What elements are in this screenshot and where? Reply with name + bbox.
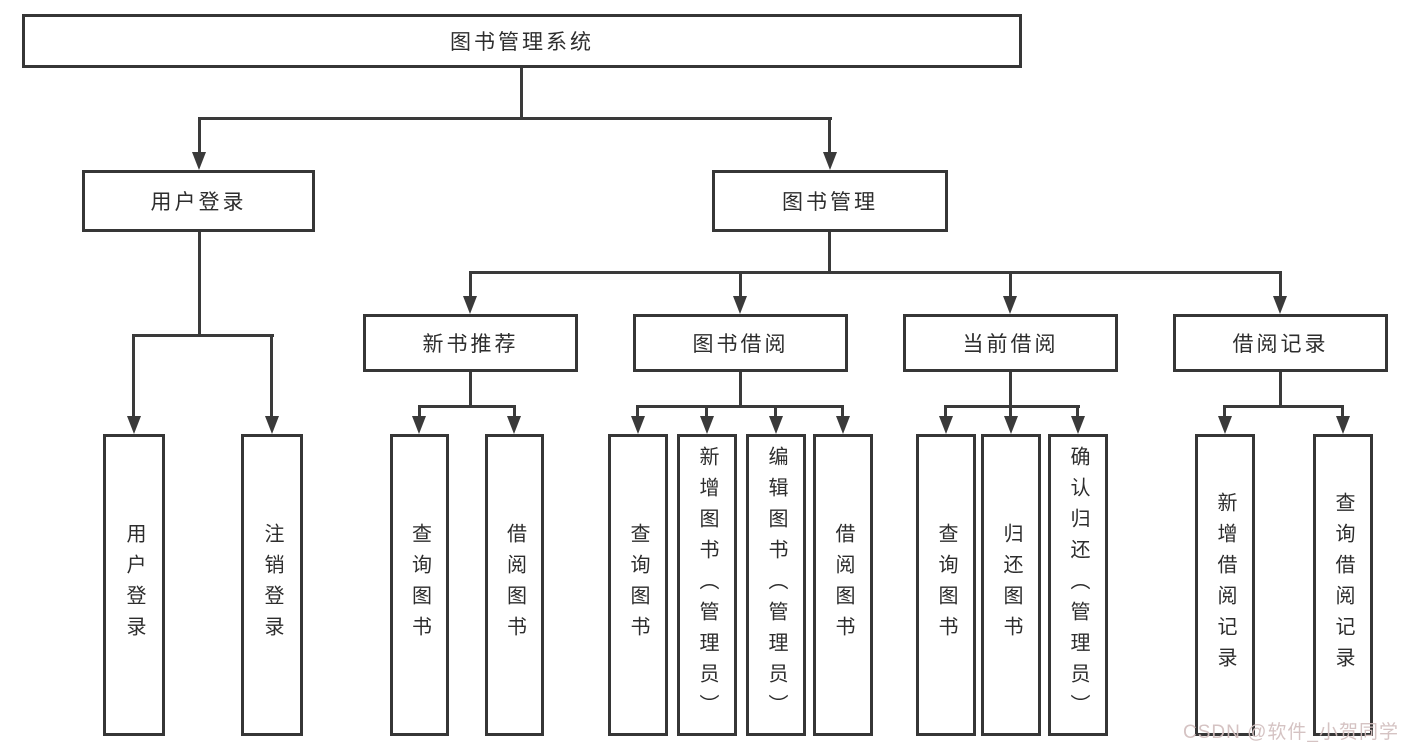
node-br-add-record-label: 新增借阅记录 [1214, 492, 1236, 678]
node-bb-query-book: 查询图书 [608, 434, 668, 736]
connector-drop-br-query [1341, 405, 1344, 418]
connector-drop-new-book-rec [469, 271, 472, 297]
node-cb-confirm-return-admin: 确认归还（管理员） [1048, 434, 1108, 736]
node-rec-borrow-book-label: 借阅图书 [503, 523, 526, 647]
connector-book-mgmt-stub [828, 232, 831, 273]
arrowhead-br-query [1336, 416, 1350, 434]
arrowhead-new-book-rec [463, 296, 477, 314]
node-cb-return-book: 归还图书 [981, 434, 1041, 736]
node-borrow-records: 借阅记录 [1173, 314, 1388, 372]
node-br-add-record: 新增借阅记录 [1195, 434, 1255, 736]
node-user-login: 用户登录 [82, 170, 315, 232]
node-new-book-rec: 新书推荐 [363, 314, 578, 372]
node-new-book-rec-label: 新书推荐 [422, 333, 519, 356]
arrowhead-book-borrow [733, 296, 747, 314]
connector-drop-rec-borrow [513, 405, 516, 418]
connector-drop-rec-query [418, 405, 421, 418]
arrowhead-borrow-records [1273, 296, 1287, 314]
arrowhead-bb-edit [769, 416, 783, 434]
connector-cb-stub [1009, 372, 1012, 408]
arrowhead-leaf-login [127, 416, 141, 434]
arrowhead-book-mgmt [823, 152, 837, 170]
arrowhead-rec-borrow [507, 416, 521, 434]
connector-drop-book-borrow [739, 271, 742, 297]
connector-user-login-stub [198, 232, 201, 336]
connector-br-splitter [1223, 405, 1344, 408]
arrowhead-br-add [1218, 416, 1232, 434]
node-leaf-user-login: 用户登录 [103, 434, 165, 736]
node-current-borrow-label: 当前借阅 [962, 333, 1059, 356]
connector-rec-stub [469, 372, 472, 408]
node-root-system-label: 图书管理系统 [450, 31, 594, 54]
node-bb-borrow-book: 借阅图书 [813, 434, 873, 736]
connector-cb-splitter [944, 405, 1080, 408]
connector-drop-bb-add [705, 405, 708, 418]
node-book-mgmt-label: 图书管理 [782, 191, 878, 214]
arrowhead-cb-return [1004, 416, 1018, 434]
node-cb-query-book: 查询图书 [916, 434, 976, 736]
arrowhead-cb-confirm [1071, 416, 1085, 434]
node-bb-add-book-admin: 新增图书（管理员） [677, 434, 737, 736]
node-book-borrow-label: 图书借阅 [692, 333, 789, 356]
node-cb-query-book-label: 查询图书 [935, 523, 957, 647]
node-bb-edit-book-admin: 编辑图书（管理员） [746, 434, 806, 736]
connector-user-login-splitter [132, 334, 274, 337]
connector-drop-leaf-logout [270, 334, 273, 417]
connector-rec-splitter [418, 405, 516, 408]
arrowhead-user-login [192, 152, 206, 170]
node-borrow-records-label: 借阅记录 [1232, 333, 1329, 356]
node-user-login-label: 用户登录 [150, 191, 247, 214]
node-leaf-user-login-label: 用户登录 [123, 523, 145, 647]
connector-drop-br-add [1223, 405, 1226, 418]
connector-drop-bb-borrow [841, 405, 844, 418]
node-root-system: 图书管理系统 [22, 14, 1022, 68]
node-bb-borrow-book-label: 借阅图书 [832, 523, 854, 647]
node-current-borrow: 当前借阅 [903, 314, 1118, 372]
connector-drop-bb-query [636, 405, 639, 418]
node-cb-return-book-label: 归还图书 [1000, 523, 1022, 647]
connector-drop-current-borrow [1009, 271, 1012, 297]
arrowhead-current-borrow [1003, 296, 1017, 314]
node-leaf-logout-label: 注销登录 [261, 523, 283, 647]
connector-drop-leaf-login [132, 334, 135, 417]
node-book-mgmt: 图书管理 [712, 170, 948, 232]
node-cb-confirm-return-admin-label: 确认归还（管理员） [1067, 445, 1089, 725]
connector-bb-splitter [636, 405, 844, 408]
connector-level3-splitter [469, 271, 1282, 274]
connector-level2-splitter [198, 117, 832, 120]
connector-root-stub [520, 68, 523, 118]
connector-br-stub [1279, 372, 1282, 408]
arrowhead-cb-query [939, 416, 953, 434]
node-leaf-logout: 注销登录 [241, 434, 303, 736]
connector-drop-cb-query [944, 405, 947, 418]
connector-drop-cb-confirm [1076, 405, 1079, 418]
watermark: CSDN @软件_小贺同学 [1183, 722, 1399, 743]
connector-drop-book-mgmt [828, 117, 831, 153]
node-br-query-record: 查询借阅记录 [1313, 434, 1373, 736]
arrowhead-bb-borrow [836, 416, 850, 434]
node-bb-query-book-label: 查询图书 [627, 523, 649, 647]
node-br-query-record-label: 查询借阅记录 [1332, 492, 1354, 678]
node-rec-query-book: 查询图书 [390, 434, 449, 736]
node-bb-edit-book-admin-label: 编辑图书（管理员） [765, 445, 787, 725]
arrowhead-bb-query [631, 416, 645, 434]
node-book-borrow: 图书借阅 [633, 314, 848, 372]
node-bb-add-book-admin-label: 新增图书（管理员） [696, 445, 718, 725]
connector-bb-stub [739, 372, 742, 408]
connector-drop-borrow-records [1279, 271, 1282, 297]
arrowhead-leaf-logout [265, 416, 279, 434]
connector-drop-bb-edit [774, 405, 777, 418]
arrowhead-rec-query [412, 416, 426, 434]
node-rec-query-book-label: 查询图书 [408, 523, 431, 647]
connector-drop-cb-return [1009, 405, 1012, 418]
connector-drop-user-login [198, 117, 201, 153]
node-rec-borrow-book: 借阅图书 [485, 434, 544, 736]
arrowhead-bb-add [700, 416, 714, 434]
